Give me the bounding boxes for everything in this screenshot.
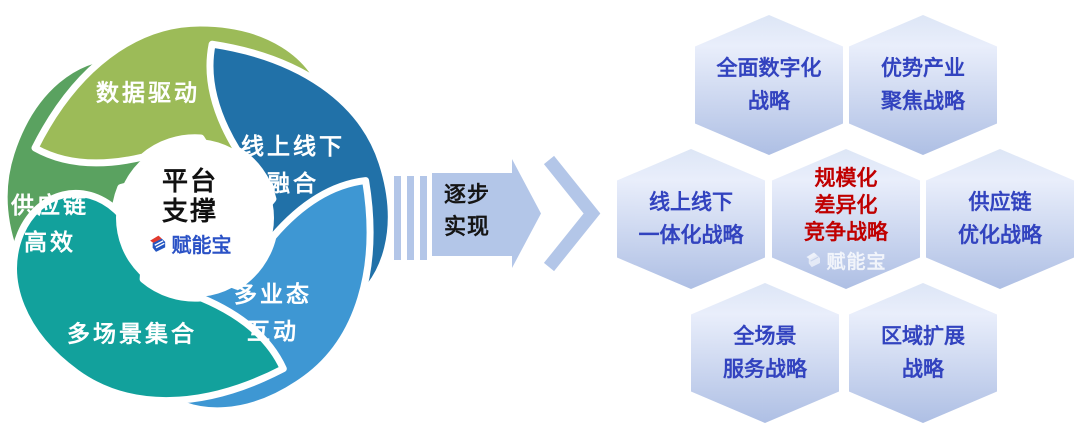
brand-name-text: 赋能宝 [171,235,232,257]
arrow-body [432,159,541,268]
petal-multi-scene-collection [10,189,287,405]
petal-label-efficient-supply-chain: 供应链 高效 [11,192,89,255]
center-title-line2: 支撑 [161,196,218,226]
pinwheel-center: 平台 支撑 赋能宝 [149,166,232,258]
hex-scale-differentiation-competition-strategy: 规模化 差异化 竞争战略 赋能宝 [772,149,920,289]
arrow-bar-1 [394,176,401,260]
hex-regional-expansion-strategy: 区域扩展 战略 [849,283,997,423]
brand-cube-icon [150,235,166,252]
pinwheel-diagram [0,19,395,415]
center-title-line1: 平台 [161,166,218,196]
watermark-cube-icon [806,252,821,268]
brand-logo: 赋能宝 [149,229,232,258]
arrow-bar-2 [407,176,414,260]
strategy-honeycomb: 全面数字化 战略 优势产业 聚焦战略 线上线下 一体化战略 规模化 差异化 竞争… [615,5,1077,425]
petal-label-online-offline-fusion: 线上线下 融合 [241,133,345,196]
progress-arrow [394,155,601,272]
pinwheel-center-disc [116,139,274,297]
hex-online-offline-integration-strategy: 线上线下 一体化战略 [617,149,765,289]
arrow-bar-3 [420,176,427,260]
hex-full-digitalization-strategy: 全面数字化 战略 [695,15,843,155]
petal-label-multi-format-interaction: 多业态 互动 [234,281,312,344]
hex-advantage-industry-focus-strategy: 优势产业 聚焦战略 [849,15,997,155]
petal-label-multi-scene-collection: 多场景集合 [67,320,197,347]
watermark-text: 赋能宝 [826,251,887,273]
watermark-logo: 赋能宝 [805,247,886,274]
hex-full-scene-service-strategy: 全场景 服务战略 [691,283,839,423]
arrow-label: 逐步 实现 [443,182,491,239]
petal-label-data-driven: 数据驱动 [96,79,200,106]
hex-supply-chain-optimization-strategy: 供应链 优化战略 [926,149,1074,289]
arrow-chevron [543,155,601,272]
